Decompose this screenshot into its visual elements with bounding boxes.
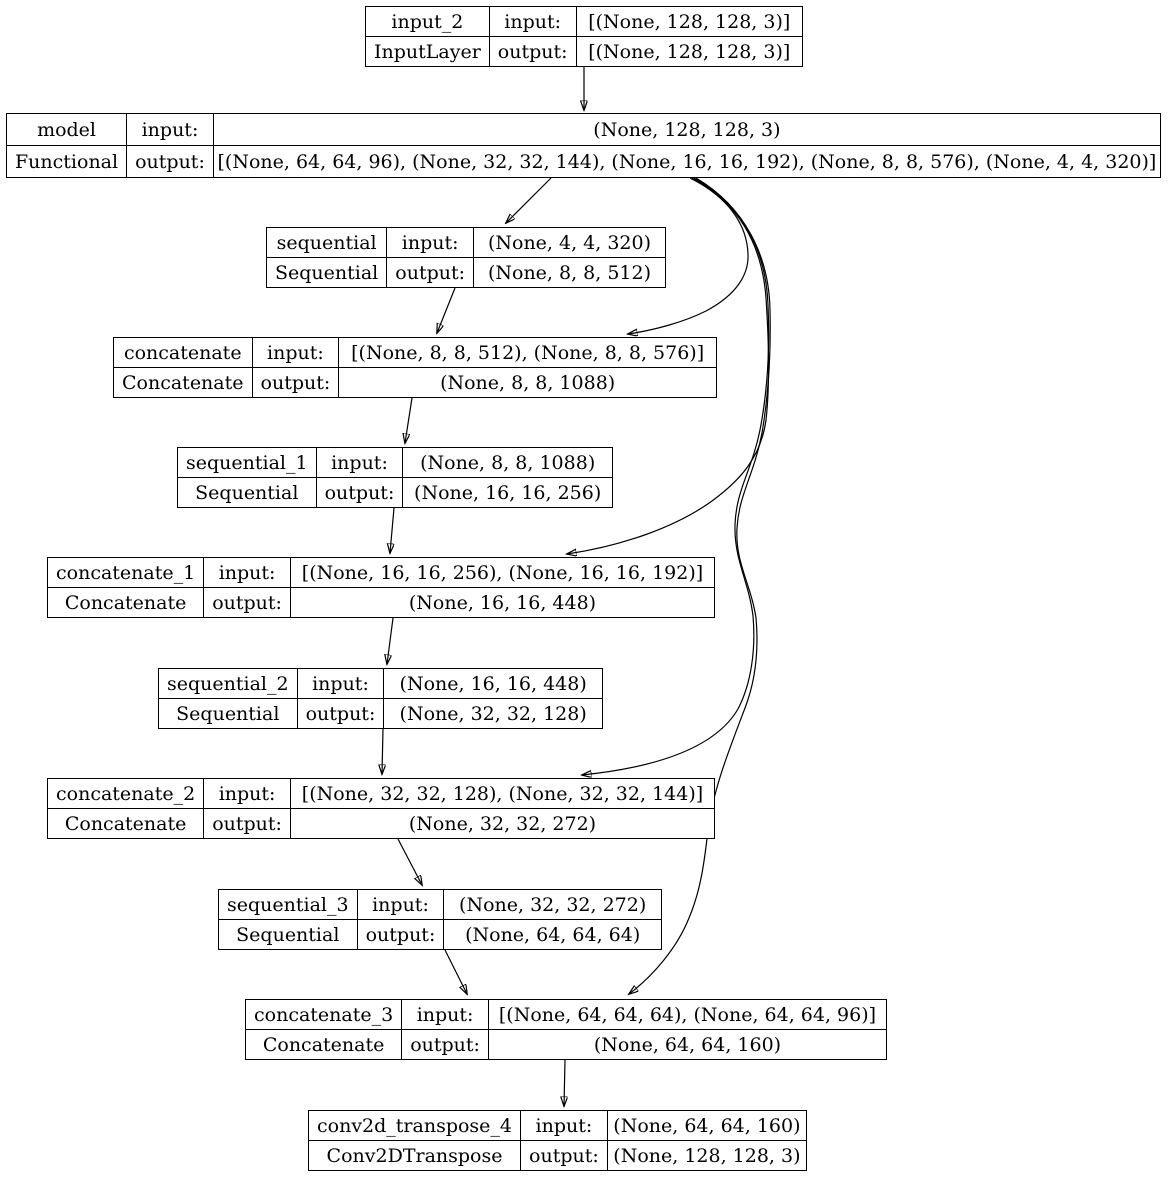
input-shape: (None, 32, 32, 272) bbox=[444, 890, 661, 920]
node-concatenate: concatenate input: [(None, 8, 8, 512), (… bbox=[113, 337, 717, 398]
output-shape: (None, 16, 16, 448) bbox=[408, 591, 597, 614]
layer-name: conv2d_transpose_4 bbox=[309, 1111, 522, 1141]
node-input_2: input_2 input: [(None, 128, 128, 3)] Inp… bbox=[365, 6, 803, 67]
input-label: input: bbox=[297, 669, 385, 699]
node-concatenate_1: concatenate_1 input: [(None, 16, 16, 256… bbox=[47, 557, 715, 618]
output-label: output: bbox=[127, 146, 214, 177]
layer-name: concatenate_3 bbox=[246, 1000, 403, 1030]
output-shape: (None, 64, 64, 160) bbox=[593, 1033, 782, 1056]
layer-name: sequential_1 bbox=[178, 448, 317, 478]
layer-type: Concatenate bbox=[246, 1030, 403, 1059]
input-shape: (None, 8, 8, 1088) bbox=[403, 448, 612, 478]
layer-type: Conv2DTranspose bbox=[309, 1141, 522, 1170]
node-concatenate_2: concatenate_2 input: [(None, 32, 32, 128… bbox=[47, 778, 715, 839]
layer-type: Sequential bbox=[219, 920, 358, 949]
node-sequential_2: sequential_2 input: (None, 16, 16, 448) … bbox=[158, 668, 603, 729]
input-label: input: bbox=[402, 1000, 489, 1030]
input-label: input: bbox=[316, 448, 404, 478]
node-sequential_1: sequential_1 input: (None, 8, 8, 1088) S… bbox=[177, 447, 613, 508]
layer-name: sequential_3 bbox=[219, 890, 358, 920]
input-shape: [(None, 16, 16, 256), (None, 16, 16, 192… bbox=[290, 558, 714, 588]
layer-type: InputLayer bbox=[366, 37, 490, 66]
output-shape: [(None, 128, 128, 3)] bbox=[588, 40, 791, 63]
edge-sequential_1-to-concatenate_1 bbox=[390, 507, 395, 553]
input-shape: (None, 64, 64, 160) bbox=[607, 1111, 806, 1141]
edge-concatenate_2-to-sequential_3 bbox=[397, 838, 422, 885]
layer-type: Concatenate bbox=[114, 368, 253, 397]
edge-model-to-concatenate bbox=[628, 177, 749, 334]
input-label: input: bbox=[387, 228, 475, 258]
edge-model-to-concatenate_1 bbox=[567, 177, 770, 554]
output-shape: (None, 32, 32, 128) bbox=[399, 702, 587, 725]
input-shape: [(None, 32, 32, 128), (None, 32, 32, 144… bbox=[290, 779, 714, 809]
edge-sequential_3-to-concatenate_3 bbox=[444, 949, 467, 994]
input-shape: [(None, 128, 128, 3)] bbox=[576, 7, 802, 37]
input-shape: (None, 16, 16, 448) bbox=[384, 669, 602, 699]
input-label: input: bbox=[252, 338, 340, 368]
input-label: input: bbox=[521, 1111, 608, 1141]
output-shape: (None, 128, 128, 3) bbox=[613, 1144, 801, 1167]
node-model: model input: (None, 128, 128, 3) Functio… bbox=[6, 113, 1161, 178]
input-label: input: bbox=[127, 114, 214, 146]
output-shape: (None, 32, 32, 272) bbox=[408, 812, 597, 835]
input-label: input: bbox=[357, 890, 445, 920]
layer-type: Sequential bbox=[159, 699, 298, 728]
input-label: input: bbox=[204, 779, 291, 809]
edge-sequential-to-concatenate bbox=[437, 287, 456, 333]
output-label: output: bbox=[204, 588, 291, 617]
layer-name: sequential_2 bbox=[159, 669, 298, 699]
output-shape: (None, 8, 8, 512) bbox=[487, 261, 652, 284]
edge-sequential_2-to-concatenate_2 bbox=[382, 728, 383, 774]
input-shape: [(None, 8, 8, 512), (None, 8, 8, 576)] bbox=[339, 338, 716, 368]
input-label: input: bbox=[204, 558, 291, 588]
layer-name: input_2 bbox=[366, 7, 490, 37]
output-label: output: bbox=[253, 368, 340, 397]
edge-concatenate-to-sequential_1 bbox=[405, 397, 413, 443]
layer-name: concatenate bbox=[114, 338, 253, 368]
layer-type: Concatenate bbox=[48, 588, 205, 617]
edge-concatenate_1-to-sequential_2 bbox=[387, 617, 394, 664]
edge-model-to-concatenate_2 bbox=[582, 177, 770, 775]
layer-name: model bbox=[7, 114, 128, 146]
layer-name: concatenate_1 bbox=[48, 558, 205, 588]
input-label: input: bbox=[489, 7, 577, 37]
layer-type: Sequential bbox=[267, 258, 388, 287]
output-label: output: bbox=[317, 478, 404, 507]
edge-model-to-sequential bbox=[506, 177, 552, 223]
node-sequential_3: sequential_3 input: (None, 32, 32, 272) … bbox=[218, 889, 662, 950]
output-label: output: bbox=[402, 1030, 489, 1059]
layer-name: concatenate_2 bbox=[48, 779, 205, 809]
output-shape: (None, 16, 16, 256) bbox=[414, 481, 602, 504]
layer-type: Functional bbox=[7, 146, 128, 177]
input-shape: [(None, 64, 64, 64), (None, 64, 64, 96)] bbox=[488, 1000, 886, 1030]
output-shape: (None, 8, 8, 1088) bbox=[440, 371, 616, 394]
input-shape: (None, 4, 4, 320) bbox=[474, 228, 665, 258]
layer-name: sequential bbox=[267, 228, 388, 258]
output-label: output: bbox=[298, 699, 385, 728]
node-conv2d_transpose_4: conv2d_transpose_4 input: (None, 64, 64,… bbox=[308, 1110, 807, 1171]
edge-model-to-concatenate_3 bbox=[629, 177, 771, 994]
node-concatenate_3: concatenate_3 input: [(None, 64, 64, 64)… bbox=[245, 999, 887, 1060]
node-sequential: sequential input: (None, 4, 4, 320) Sequ… bbox=[266, 227, 666, 288]
layer-type: Sequential bbox=[178, 478, 317, 507]
output-shape: [(None, 64, 64, 96), (None, 32, 32, 144)… bbox=[217, 150, 1157, 173]
output-label: output: bbox=[204, 809, 291, 838]
output-label: output: bbox=[358, 920, 445, 949]
edge-concatenate_3-to-conv2d_transpose_4 bbox=[564, 1059, 565, 1106]
input-shape: (None, 128, 128, 3) bbox=[213, 114, 1160, 146]
output-label: output: bbox=[521, 1141, 608, 1170]
layer-type: Concatenate bbox=[48, 809, 205, 838]
output-shape: (None, 64, 64, 64) bbox=[465, 923, 641, 946]
output-label: output: bbox=[387, 258, 475, 287]
output-label: output: bbox=[490, 37, 577, 66]
